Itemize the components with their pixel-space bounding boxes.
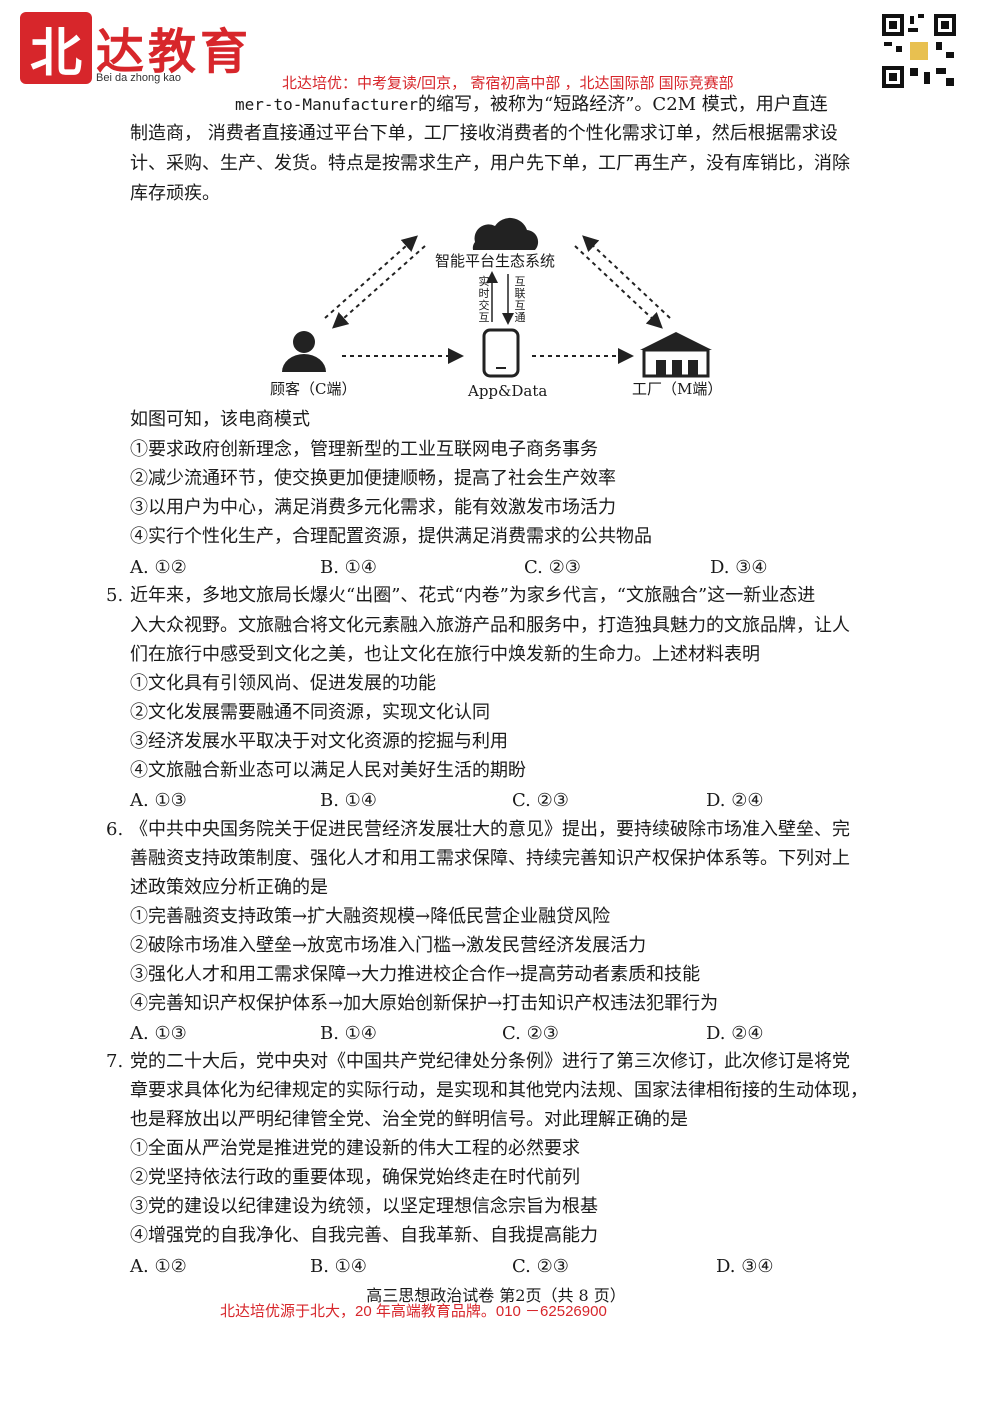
q4-option-d: D. ③④	[710, 557, 768, 578]
q5-option-d: D. ②④	[706, 790, 764, 811]
q6-item: ④完善知识产权保护体系→加大原始创新保护→打击知识产权违法犯罪行为	[130, 993, 719, 1014]
q6-option-d: D. ②④	[706, 1023, 764, 1044]
label-interconnection: 互联互通	[514, 275, 526, 324]
q4-option-b: B. ①④	[320, 557, 377, 578]
factory-label: 工厂（M端）	[632, 380, 723, 398]
cloud-icon	[472, 217, 539, 250]
q7-option-c: C. ②③	[512, 1256, 569, 1277]
promo-footer: 北达培优源于北大，20 年高端教育品牌。010 －62526900	[220, 1303, 607, 1320]
q5-stem-line: 入大众视野。文旅融合将文化元素融入旅游产品和服务中，打造独具魅力的文旅品牌，让人	[130, 615, 850, 636]
q6-stem-line: 《中共中央国务院关于促进民营经济发展壮大的意见》提出，要持续破除市场准入壁垒、完	[130, 819, 850, 840]
q5-number: 5.	[106, 585, 124, 606]
intro-line-4: 库存顽疾。	[130, 183, 220, 204]
q7-item: ③党的建设以纪律建设为统领，以坚定理想信念宗旨为根基	[130, 1196, 598, 1217]
q7-stem-line: 也是释放出以严明纪律管全党、治全党的鲜明信号。对此理解正确的是	[130, 1109, 688, 1130]
q7-option-a: A. ①②	[130, 1256, 187, 1277]
intro-line-1: mer-to-Manufacturer的缩写，被称为“短路经济”。C2M 模式，…	[235, 94, 828, 115]
q4-item: ②减少流通环节，使交换更加便捷顺畅，提高了社会生产效率	[130, 468, 616, 489]
promo-banner: 北达培优：中考复读/回京， 寄宿初高中部 ，北达国际部 国际竞赛部	[282, 75, 734, 92]
q6-item: ③强化人才和用工需求保障→大力推进校企合作→提高劳动者素质和技能	[130, 964, 701, 985]
q5-item: ②文化发展需要融通不同资源，实现文化认同	[130, 702, 490, 723]
q6-stem-line: 善融资支持政策制度、强化人才和用工需求保障、持续完善知识产权保护体系等。下列对上	[130, 848, 850, 869]
app-label: App&Data	[468, 382, 548, 400]
q7-stem-line: 党的二十大后，党中央对《中国共产党纪律处分条例》进行了第三次修订，此次修订是将党	[130, 1051, 850, 1072]
logo-text: 达教育	[96, 24, 253, 80]
q7-item: ②党坚持依法行政的重要体现，确保党始终走在时代前列	[130, 1167, 580, 1188]
cloud-label: 智能平台生态系统	[435, 252, 556, 270]
q7-stem-line: 章要求具体化为纪律规定的实际行动，是实现和其他党内法规、国家法律相衔接的生动体现…	[130, 1080, 868, 1101]
q7-item: ④增强党的自我净化、自我完善、自我革新、自我提高能力	[130, 1225, 598, 1246]
q5-item: ③经济发展水平取决于对文化资源的挖掘与利用	[130, 731, 508, 752]
q6-stem-line: 述政策效应分析正确的是	[130, 877, 328, 898]
customer-icon	[282, 331, 326, 372]
diagram-arrows	[282, 217, 712, 378]
c2m-diagram: 智能平台生态系统 实时交互 互联互通 顾客（C端） App&Data 工厂（M端…	[260, 210, 740, 410]
q4-option-c: C. ②③	[524, 557, 581, 578]
q7-option-d: D. ③④	[716, 1256, 774, 1277]
q7-option-b: B. ①④	[310, 1256, 367, 1277]
q6-item: ①完善融资支持政策→扩大融资规模→降低民营企业融贷风险	[130, 906, 611, 927]
q5-option-c: C. ②③	[512, 790, 569, 811]
intro-line-2: 制造商， 消费者直接通过平台下单，工厂接收消费者的个性化需求订单，然后根据需求设	[130, 123, 838, 144]
q5-option-a: A. ①③	[130, 790, 187, 811]
q4-stem: 如图可知，该电商模式	[130, 409, 310, 430]
intro-line-3: 计、采购、生产、发货。特点是按需求生产，用户先下单，工厂再生产，没有库销比，消除	[130, 153, 850, 174]
q5-stem-line: 们在旅行中感受到文化之美，也让文化在旅行中焕发新的生命力。上述材料表明	[130, 644, 760, 665]
logo-subtitle: Bei da zhong kao	[96, 72, 182, 84]
logo-mark: 北	[20, 12, 92, 84]
phone-icon	[482, 328, 520, 378]
q6-number: 6.	[106, 819, 124, 840]
label-realtime-interaction: 实时交互	[478, 275, 490, 324]
q5-stem-line: 近年来，多地文旅局长爆火“出圈”、花式“内卷”为家乡代言，“文旅融合”这一新业态…	[130, 585, 816, 606]
q4-item: ③以用户为中心，满足消费多元化需求，能有效激发市场活力	[130, 497, 616, 518]
q6-option-a: A. ①③	[130, 1023, 187, 1044]
q6-option-b: B. ①④	[320, 1023, 377, 1044]
q5-item: ④文旅融合新业态可以满足人民对美好生活的期盼	[130, 760, 526, 781]
q4-item: ①要求政府创新理念，管理新型的工业互联网电子商务事务	[130, 439, 598, 460]
qr-code-icon	[880, 12, 958, 90]
factory-icon	[640, 332, 712, 378]
q4-option-a: A. ①②	[130, 557, 187, 578]
customer-label: 顾客（C端）	[270, 380, 357, 398]
q5-option-b: B. ①④	[320, 790, 377, 811]
q6-option-c: C. ②③	[502, 1023, 559, 1044]
q7-item: ①全面从严治党是推进党的建设新的伟大工程的必然要求	[130, 1138, 580, 1159]
q6-item: ②破除市场准入壁垒→放宽市场准入门槛→激发民营经济发展活力	[130, 935, 647, 956]
q4-item: ④实行个性化生产，合理配置资源，提供满足消费需求的公共物品	[130, 526, 652, 547]
q7-number: 7.	[106, 1051, 124, 1072]
page-footer: 高三思想政治试卷 第2页（共 8 页）	[366, 1286, 626, 1305]
q5-item: ①文化具有引领风尚、促进发展的功能	[130, 673, 436, 694]
